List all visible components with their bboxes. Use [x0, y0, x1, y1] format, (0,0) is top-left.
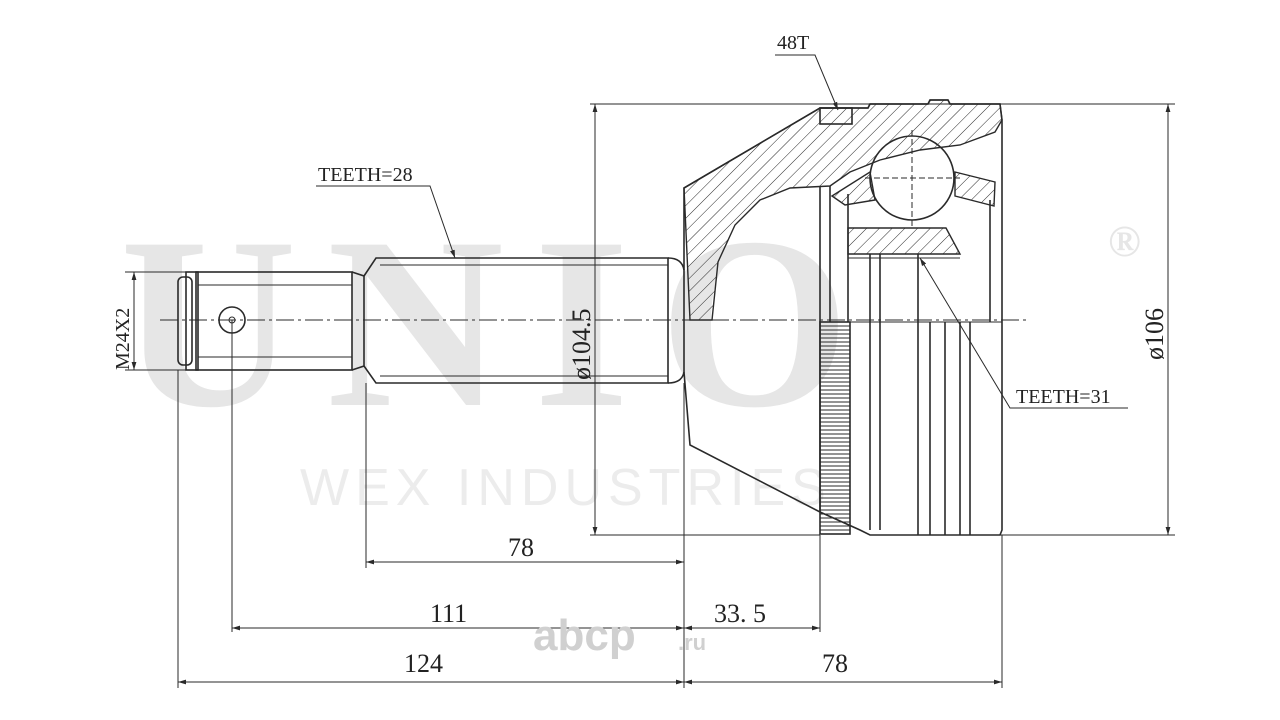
label-111: 111: [430, 599, 467, 628]
dimension-lines: [131, 104, 1171, 685]
abs-ring: [819, 321, 851, 535]
label-33-5: 33. 5: [714, 599, 766, 628]
label-teeth-28: TEETH=28: [318, 164, 413, 186]
watermark-company: WEX INDUSTRIES: [300, 459, 832, 517]
site-watermark-suffix: .ru: [678, 630, 706, 655]
label-124: 124: [404, 649, 443, 678]
label-78-shaft: 78: [508, 533, 534, 562]
label-thread: M24X2: [112, 308, 134, 370]
labels: 48T TEETH=28 TEETH=31 M24X2 ø104.5 ø106 …: [112, 32, 1169, 678]
watermark: UNIO ® WEX INDUSTRIES: [120, 187, 1141, 517]
label-48t: 48T: [777, 32, 809, 54]
label-dia-104-5: ø104.5: [567, 309, 596, 381]
splined-shaft: [363, 257, 685, 384]
label-teeth-31: TEETH=31: [1016, 386, 1111, 408]
leader-lines: [316, 54, 1128, 409]
label-78-bell: 78: [822, 649, 848, 678]
label-dia-106: ø106: [1140, 308, 1169, 360]
registered-mark: ®: [1108, 217, 1141, 266]
site-watermark-name: abcp: [533, 611, 636, 660]
site-watermark: abcp .ru: [533, 611, 706, 660]
